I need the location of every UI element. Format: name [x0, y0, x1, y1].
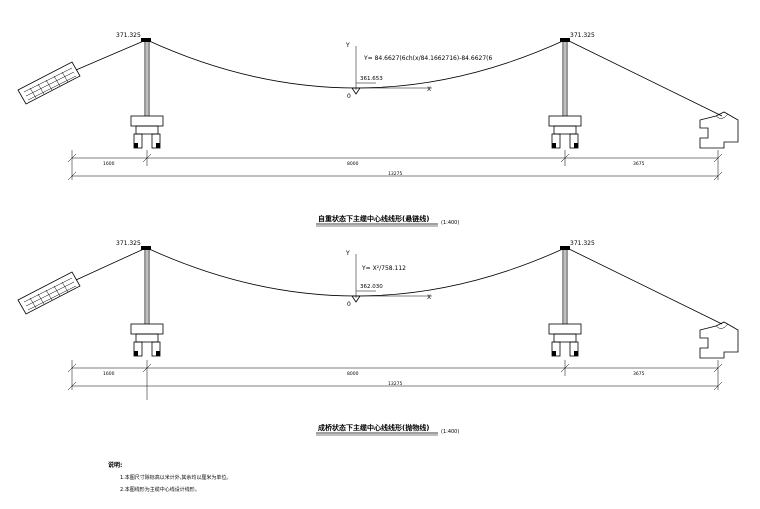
midspan-elevation: 362.030	[360, 284, 383, 290]
dim-main-span: 8000	[347, 161, 359, 167]
cable-equation: Y= 84.6627(6ch(x/84.1662716)-84.6627(6	[363, 55, 493, 62]
right-anchorage	[699, 321, 739, 359]
elevation-view-1: 371.325 371.325 Y Y= 84.6627(6ch(x/84.16…	[17, 32, 739, 227]
notes-heading: 说明:	[108, 462, 123, 469]
right-tower	[548, 246, 582, 357]
axis-x-label: X	[427, 86, 431, 93]
dim-main-span: 8000	[347, 371, 359, 377]
left-anchorage	[17, 61, 81, 105]
dim-left-span: 1600	[103, 161, 115, 167]
tower-top-elevation-right: 371.325	[570, 240, 595, 247]
tower-top-elevation-left: 371.325	[116, 240, 141, 247]
axis-x-label: X	[427, 294, 431, 301]
note-item-1: 1.本图尺寸除标高以米计外,其余均以厘米为单位。	[120, 475, 232, 481]
view-title: 自重状态下主缆中心线线形(悬链线)	[318, 214, 429, 223]
dim-right-span: 3675	[633, 371, 645, 377]
dim-total: 13275	[388, 381, 402, 387]
origin-label: 0	[347, 301, 351, 308]
right-tower	[548, 38, 582, 149]
right-backstay	[566, 39, 723, 117]
axis-y-label: Y	[345, 250, 350, 257]
elevation-view-2: 371.325 371.325 Y Y= X²/758.112 362.030 …	[17, 240, 739, 436]
view-title: 成桥状态下主缆中心线线形(抛物线)	[318, 423, 429, 432]
note-item-2: 2.本图线形为主缆中心线设计线形。	[120, 487, 200, 493]
dim-right-span: 3675	[633, 161, 645, 167]
coordinate-axes	[351, 46, 432, 95]
dim-left-span: 1600	[103, 371, 115, 377]
dimension-lines	[67, 360, 723, 400]
view-scale: (1:400)	[441, 429, 459, 435]
left-tower	[130, 246, 164, 357]
view-scale: (1:400)	[441, 220, 459, 226]
cable-equation: Y= X²/758.112	[361, 265, 406, 272]
left-backstay	[75, 39, 147, 71]
coordinate-axes	[351, 254, 432, 303]
tower-top-elevation-right: 371.325	[570, 32, 595, 39]
origin-label: 0	[347, 93, 351, 100]
left-tower	[130, 38, 164, 149]
midspan-elevation: 361.653	[360, 76, 383, 82]
dim-total: 13275	[388, 171, 402, 177]
axis-y-label: Y	[345, 42, 350, 49]
dimension-lines	[67, 150, 723, 181]
tower-top-elevation-left: 371.325	[116, 32, 141, 39]
right-backstay	[566, 247, 723, 325]
right-anchorage	[699, 111, 739, 149]
left-anchorage	[17, 271, 81, 315]
left-backstay	[75, 247, 147, 281]
